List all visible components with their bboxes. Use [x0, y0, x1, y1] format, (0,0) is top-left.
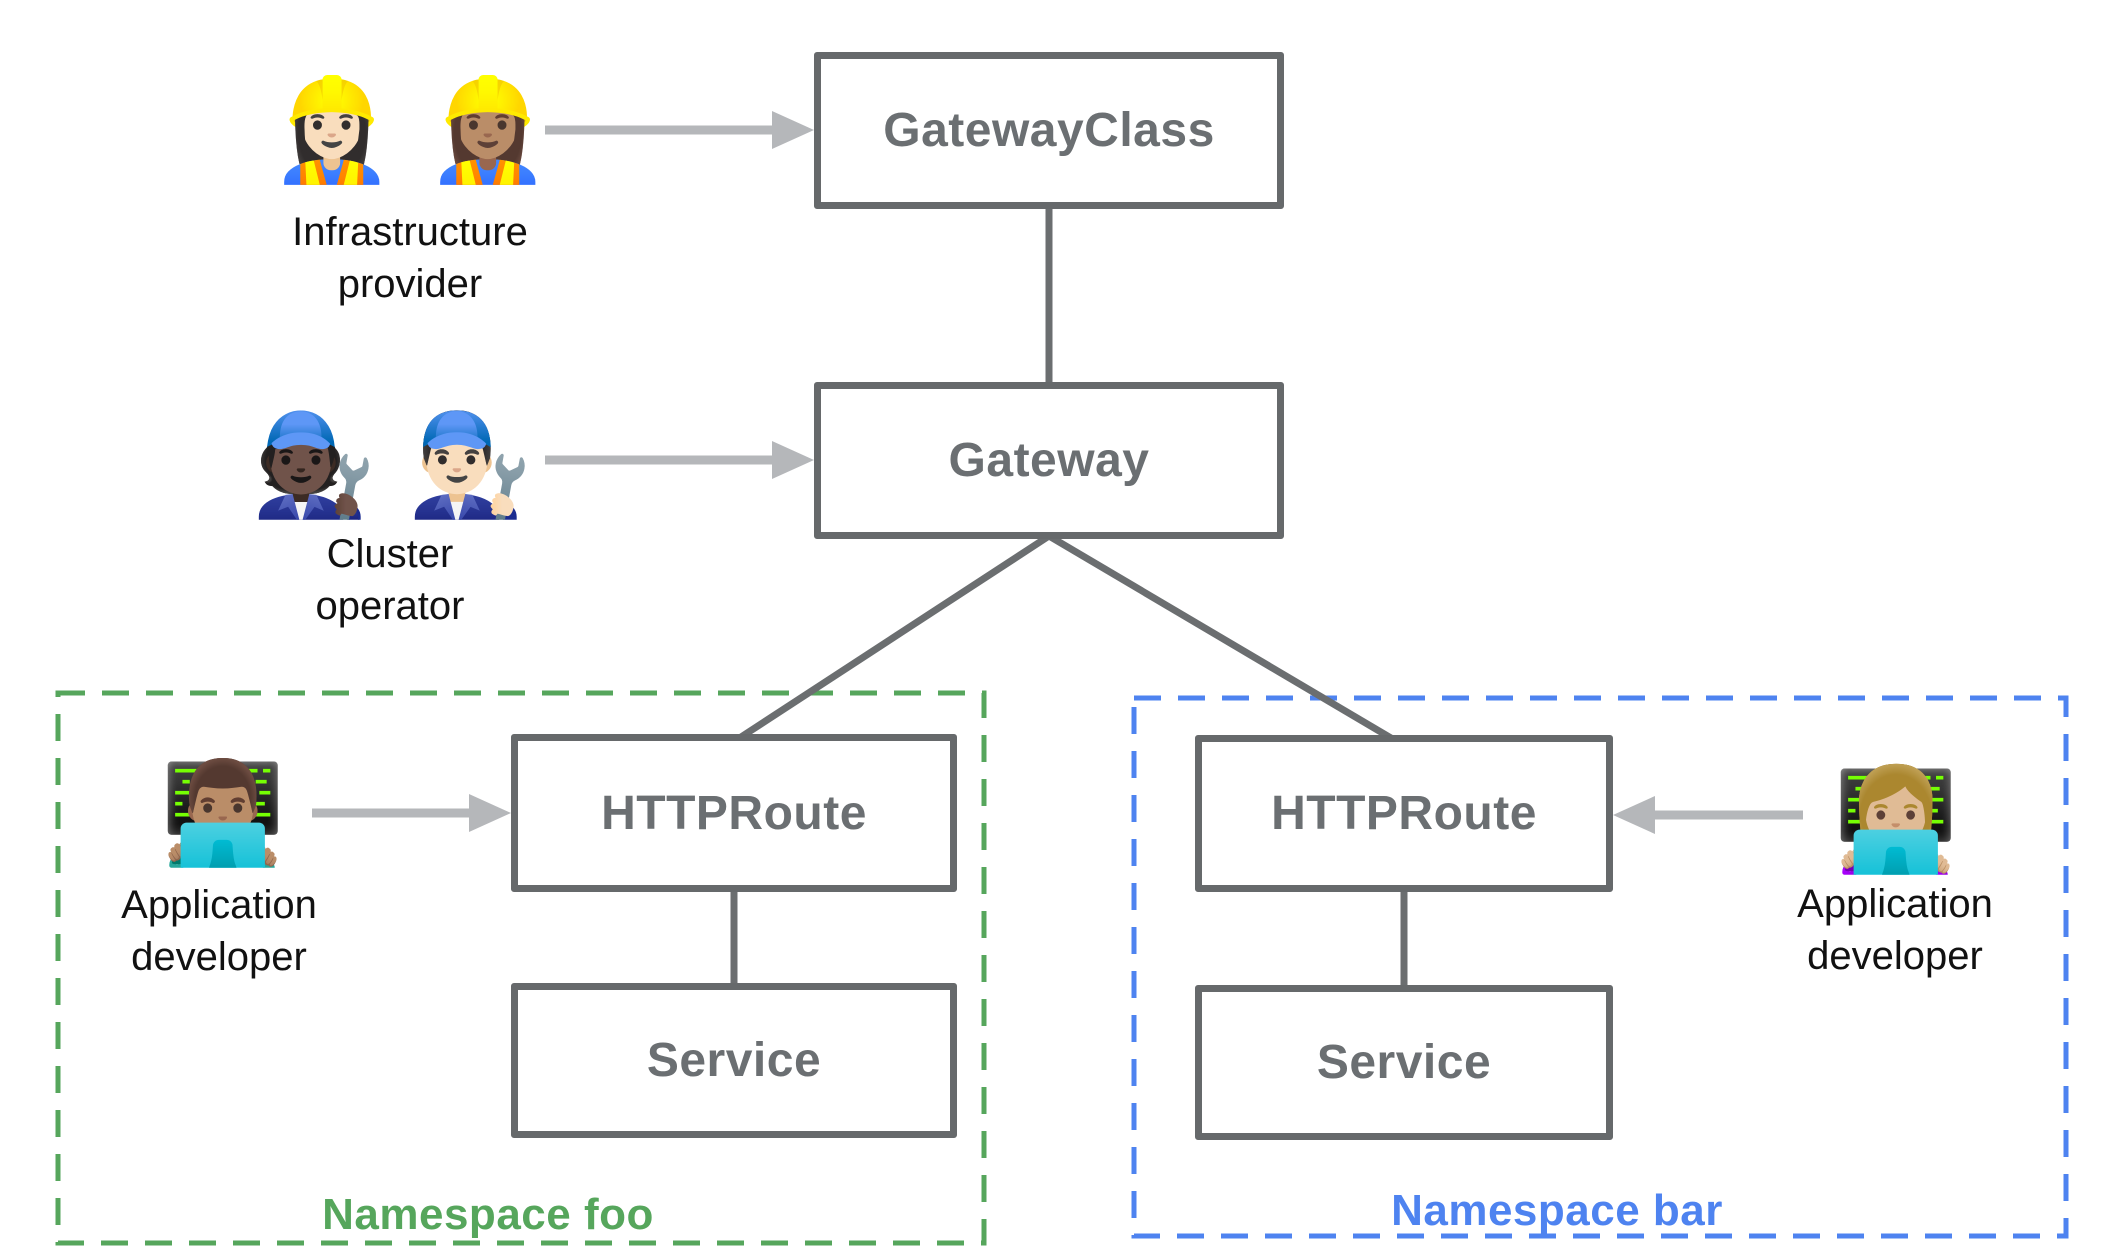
- node-service-foo-label: Service: [646, 1034, 822, 1087]
- edge-gateway-httproute-bar: [1047, 532, 1393, 742]
- node-httproute-foo-label: HTTPRoute: [601, 786, 867, 840]
- node-httproute-bar: HTTPRoute: [1195, 735, 1613, 892]
- arrowhead-icon: [772, 111, 814, 149]
- arrow-app-developer-to-httproute-foo: [312, 794, 511, 832]
- infrastructure-provider-label: Infrastructure provider: [292, 210, 528, 306]
- arrowhead-icon: [1613, 796, 1655, 834]
- node-service-bar: Service: [1195, 985, 1613, 1140]
- namespace-foo-label: Namespace foo: [322, 1190, 654, 1239]
- cluster-operator-emoji-icon: 🧑🏿‍🔧 👨🏻‍🔧: [251, 406, 533, 523]
- app-developer-foo-emoji-icon: 👨🏽‍💻: [160, 754, 286, 871]
- node-httproute-bar-label: HTTPRoute: [1271, 787, 1537, 840]
- arrowhead-icon: [469, 794, 511, 832]
- namespace-bar-border: [1131, 695, 2069, 1239]
- arrow-cluster-operator-to-gateway: [545, 441, 814, 479]
- node-gatewayclass-label: GatewayClass: [883, 104, 1215, 157]
- arrow-infrastructure-provider-to-gatewayclass: [545, 111, 814, 149]
- namespace-foo-border: [55, 690, 987, 1246]
- namespace-bar-label: Namespace bar: [1391, 1186, 1723, 1235]
- node-httproute-foo: HTTPRoute: [511, 734, 957, 892]
- node-gateway-label: Gateway: [948, 434, 1150, 487]
- edge-gateway-httproute-foo: [739, 533, 1051, 740]
- node-gatewayclass: GatewayClass: [814, 52, 1284, 209]
- app-developer-bar-emoji-icon: 👩🏼‍💻: [1833, 761, 1959, 878]
- app-developer-bar-label: Application developer: [1797, 882, 1993, 978]
- cluster-operator-label: Cluster operator: [315, 532, 465, 628]
- node-gateway: Gateway: [814, 382, 1284, 539]
- node-service-foo: Service: [511, 983, 957, 1138]
- infrastructure-provider-emoji-icon: 👷🏻‍♀️ 👷🏽‍♀️: [269, 71, 551, 188]
- arrowhead-icon: [772, 441, 814, 479]
- arrow-app-developer-to-httproute-bar: [1613, 796, 1803, 834]
- app-developer-foo-label: Application developer: [121, 883, 317, 979]
- node-service-bar-label: Service: [1316, 1036, 1492, 1089]
